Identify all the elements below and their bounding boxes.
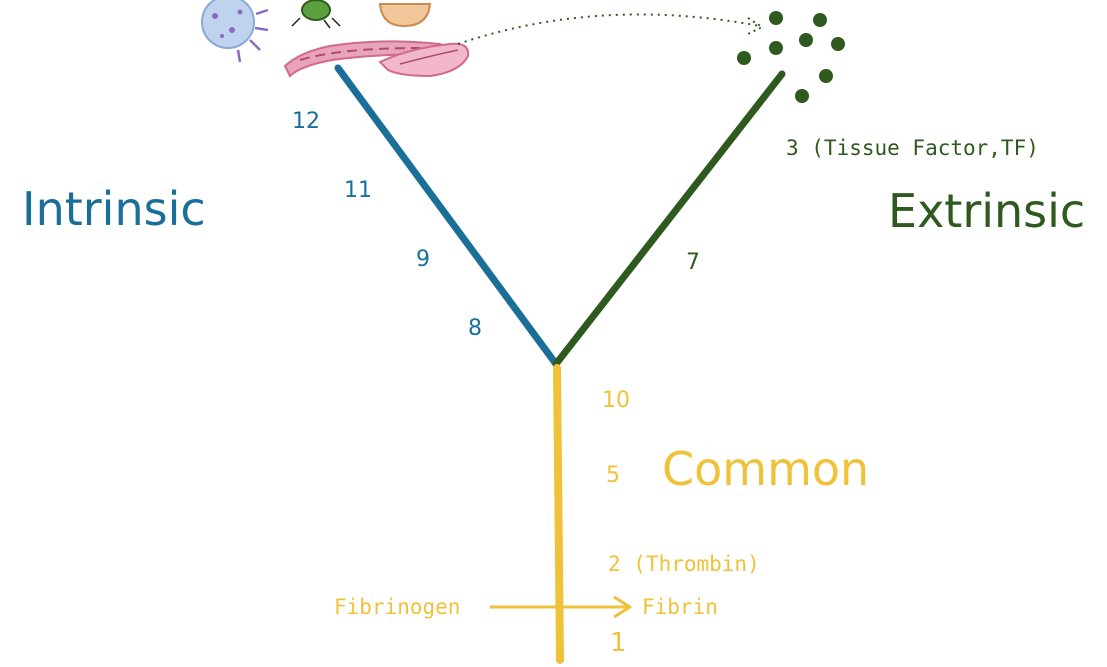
fibrin-label: Fibrin: [642, 597, 718, 618]
common-factor-2: 2 (Thrombin): [608, 554, 760, 575]
intrinsic-pathway-line: [338, 68, 556, 364]
extrinsic-title: Extrinsic: [888, 188, 1085, 234]
insect-icon: [292, 0, 340, 28]
common-pathway-line: [557, 368, 560, 660]
common-factor-10: 10: [602, 390, 630, 412]
bacteria-icon: [202, 0, 268, 62]
common-title: Common: [662, 446, 869, 492]
intrinsic-factor-11: 11: [344, 180, 372, 202]
intrinsic-factor-12: 12: [292, 111, 320, 133]
cell-icon: [380, 4, 430, 26]
damaged-vessel-icon: [285, 41, 468, 76]
extrinsic-factor-3: 3 (Tissue Factor,TF): [786, 138, 1039, 159]
common-factor-1: 1: [610, 630, 627, 656]
intrinsic-title: Intrinsic: [22, 186, 206, 232]
tissue-factor-particles-icon: [737, 11, 845, 103]
fibrinogen-label: Fibrinogen: [334, 597, 460, 618]
common-factor-5: 5: [606, 465, 620, 487]
extrinsic-factor-7: 7: [686, 252, 700, 274]
intrinsic-factor-8: 8: [468, 318, 482, 340]
intrinsic-factor-9: 9: [416, 249, 430, 271]
extrinsic-pathway-line: [556, 74, 782, 364]
tissue-factor-arrow: [458, 14, 760, 44]
